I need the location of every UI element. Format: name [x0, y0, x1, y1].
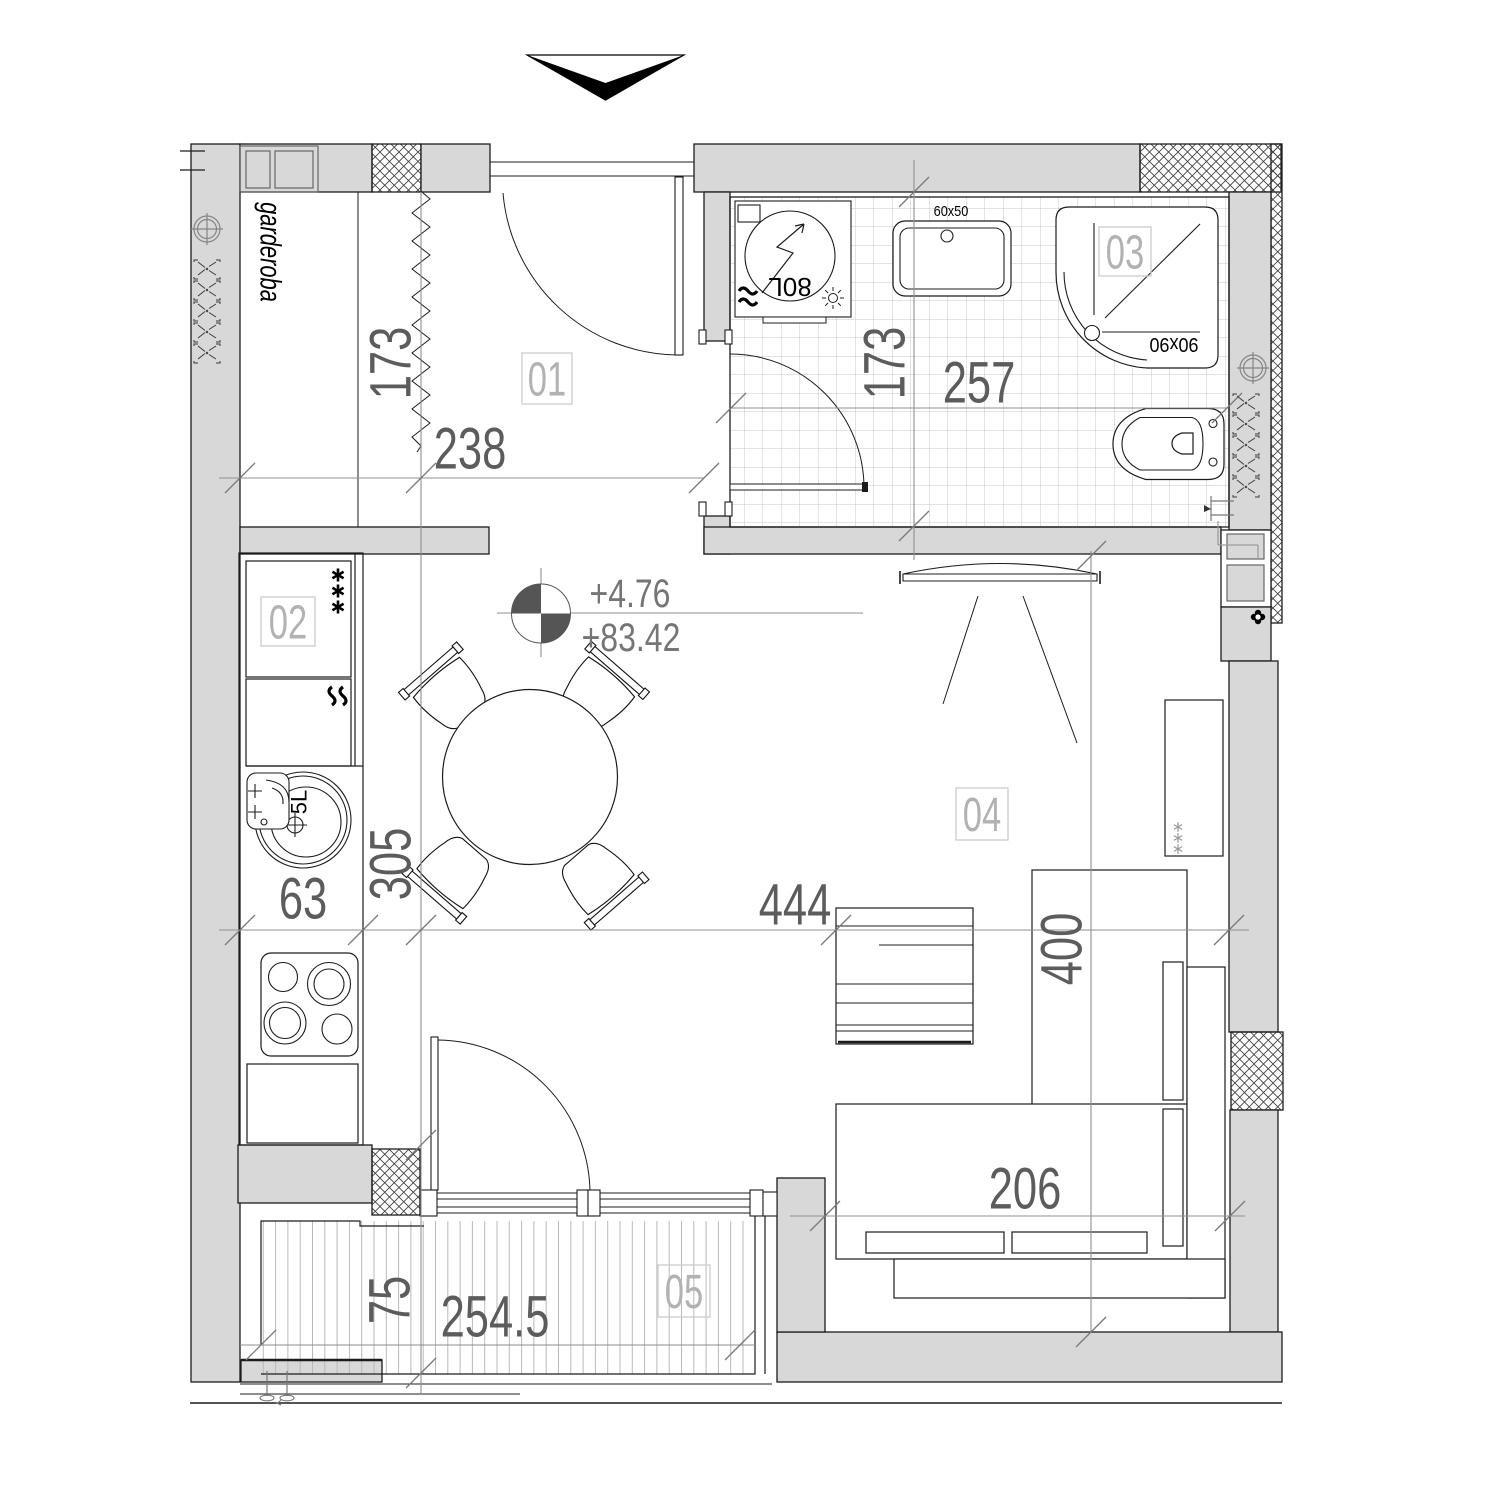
svg-text:garderoba: garderoba	[254, 202, 288, 302]
svg-text:80L: 80L	[768, 272, 811, 302]
svg-text:75: 75	[357, 1276, 421, 1324]
svg-text:90x90: 90x90	[1149, 333, 1198, 355]
svg-text:60x50: 60x50	[934, 202, 969, 219]
svg-text:305: 305	[358, 828, 422, 901]
svg-text:400: 400	[1029, 913, 1093, 986]
svg-text:444: 444	[759, 872, 832, 936]
svg-text:63: 63	[279, 866, 327, 930]
svg-text:257: 257	[943, 350, 1016, 414]
svg-text:02: 02	[269, 595, 307, 649]
svg-text:03: 03	[1106, 225, 1144, 279]
svg-text:+83.42: +83.42	[582, 615, 681, 660]
svg-text:04: 04	[963, 787, 1001, 841]
svg-text:254.5: 254.5	[441, 1284, 550, 1348]
svg-text:01: 01	[528, 352, 566, 406]
svg-text:+4.76: +4.76	[590, 571, 671, 616]
svg-text:05: 05	[665, 1264, 703, 1318]
svg-text:238: 238	[434, 416, 507, 480]
svg-text:5L: 5L	[287, 790, 312, 814]
svg-text:173: 173	[358, 327, 422, 400]
svg-text:206: 206	[989, 1156, 1062, 1220]
svg-text:173: 173	[852, 327, 916, 400]
